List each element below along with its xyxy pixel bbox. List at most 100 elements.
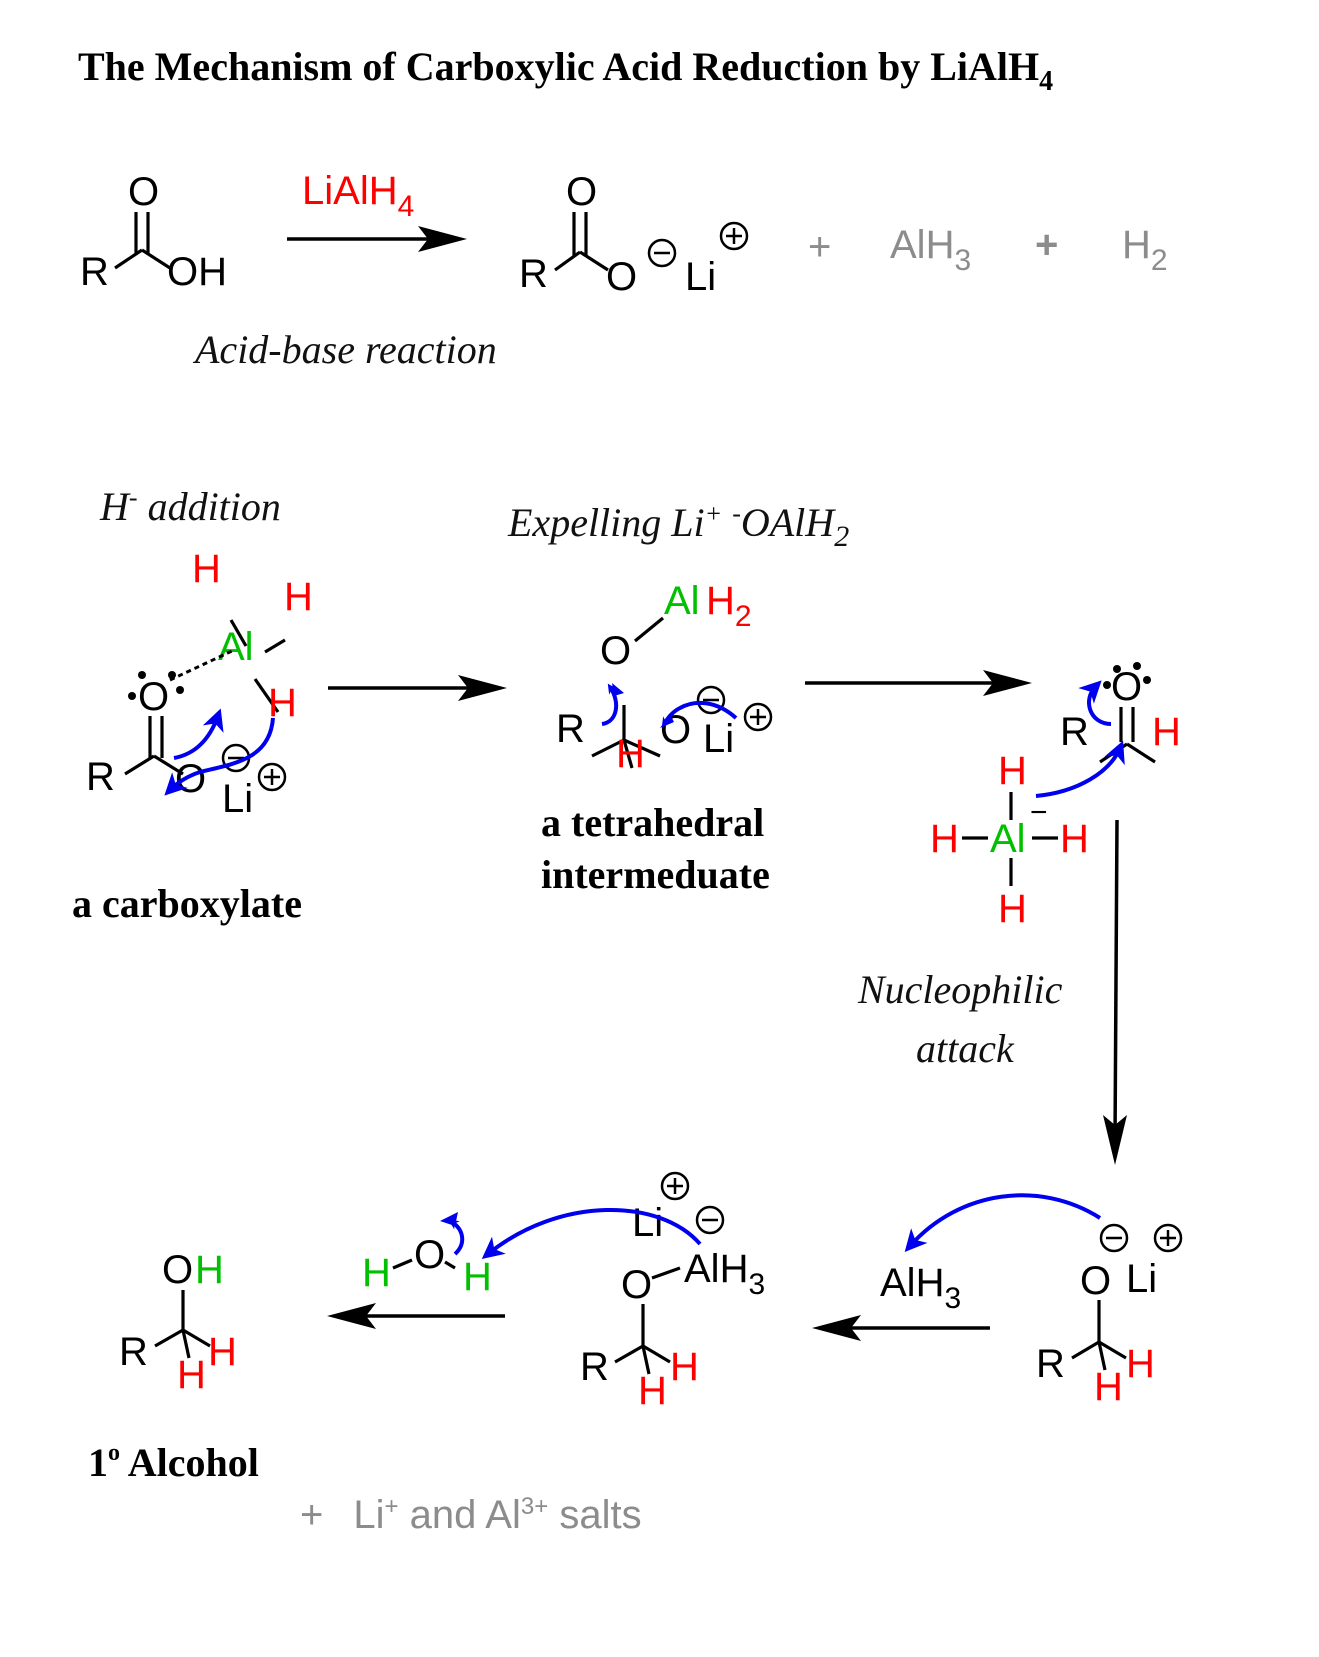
bond [1097,1341,1107,1371]
curly-arrow-pi-bond [1078,680,1112,726]
bond [614,1344,644,1364]
atom-H: H [638,1369,667,1413]
lithium-alkoxide: O Li R H H [1036,1223,1183,1409]
atom-R: R [119,1330,148,1374]
atom-Li: Li [222,777,253,821]
caption-attack: attack [916,1026,1015,1071]
atom-H: H [998,749,1027,793]
bond [182,1328,211,1348]
negative-charge-icon [1099,1223,1129,1253]
curly-arrow-hydride-attack [1035,740,1125,798]
atom-O: O [621,1263,652,1307]
arrowhead [440,1212,458,1226]
atom-H: H [177,1353,206,1397]
atom-R: R [1060,710,1089,754]
atom-H: H [1126,1342,1155,1386]
caption-expelling: Expelling Li+ -OAlH2 [507,499,849,553]
lone-pair-dot [176,686,184,694]
reaction-arrow-1 [287,226,467,252]
label-primary-alcohol: 1o Alcohol [88,1440,259,1485]
atom-R: R [86,755,115,799]
atom-O: O [600,629,631,673]
atom-O: O [1080,1259,1111,1303]
bond-single [124,754,155,776]
atom-AlH3: AlH3 [684,1247,765,1301]
byproduct-alh3: AlH3 [890,223,971,277]
atom-O: O [138,675,169,719]
arrowhead [612,683,624,696]
curly-arrow-oh-bond [448,1219,465,1256]
lone-pair-dot [168,671,176,679]
carboxylic-acid: O R OH [80,170,227,294]
bond [181,1329,191,1359]
curly-arrow-hydride [164,717,275,796]
atom-O: O [1111,665,1142,709]
bond-single [1126,742,1156,764]
atom-H: H [1094,1365,1123,1409]
carboxylate: O R O Li [86,671,287,821]
bond [641,1345,651,1375]
atom-Al: Al [218,625,254,669]
lewis-acid-alh3: AlH3 [880,1261,961,1315]
negative-charge-icon [696,685,726,715]
byproduct-h2: H2 [1122,223,1168,277]
caption-nucleophilic: Nucleophilic [857,967,1063,1012]
atom-Li: Li [632,1201,663,1245]
bond-single [114,248,143,270]
alkoxy-aluminate-complex: Li O AlH3 R H H [580,1171,765,1413]
reaction-arrow-2 [328,675,507,701]
reaction-arrow-4-down [1103,819,1127,1165]
bond [591,738,625,758]
bond [253,678,280,713]
page-title: The Mechanism of Carboxylic Acid Reducti… [78,44,1053,97]
lone-pair-dot [128,692,136,700]
bond [1071,1340,1100,1360]
positive-charge-icon [257,762,287,792]
positive-charge-icon [1153,1223,1183,1253]
atom-O: O [414,1233,445,1277]
arrowhead [660,714,674,728]
atom-H: H [616,732,645,776]
bond [1098,1340,1127,1360]
bond [622,739,634,769]
caption-h-addition: H- addition [99,483,281,529]
lithium-carboxylate: O R O Li [519,170,749,299]
bond-single [579,250,609,272]
label-tetrahedral: a tetrahedral [541,800,764,845]
atom-Li: Li [703,717,734,761]
bond [633,616,665,643]
positive-charge-icon [719,221,749,251]
atom-H: H [1060,817,1089,861]
atom-R: R [1036,1342,1065,1386]
atom-O: O [566,170,597,214]
atom-H: H [670,1345,699,1389]
atom-O: O [175,757,206,801]
atom-R: R [519,252,548,296]
atom-R: R [580,1345,609,1389]
reagent-lialh4: LiAlH4 [302,169,414,223]
alh3-complex: H Al H H [169,547,313,725]
atom-O: O [128,170,159,214]
caption-acid-base: Acid-base reaction [192,327,497,372]
reaction-arrow-3 [805,670,1032,696]
lone-pair-dot [1143,676,1151,684]
atom-H: H [195,1248,224,1292]
atom-H: H [268,681,297,725]
dative-bond-dashed [169,649,233,682]
atom-R: R [556,707,585,751]
negative-charge-icon [695,1205,725,1235]
atom-O: O [606,255,637,299]
atom-H: H [930,817,959,861]
bond [229,619,248,647]
plus-sign: + [1035,223,1058,267]
atom-R: R [80,250,109,294]
tetrahedral-intermediate: Al H2 O R H O Li [556,579,773,776]
negative-charge-icon [647,238,677,268]
atom-O: O [660,708,691,752]
atom-Al: Al [664,579,700,623]
lone-pair-dot [138,671,146,679]
atom-Li: Li [685,255,716,299]
water: H O H [362,1233,492,1299]
positive-charge-icon [743,702,773,732]
